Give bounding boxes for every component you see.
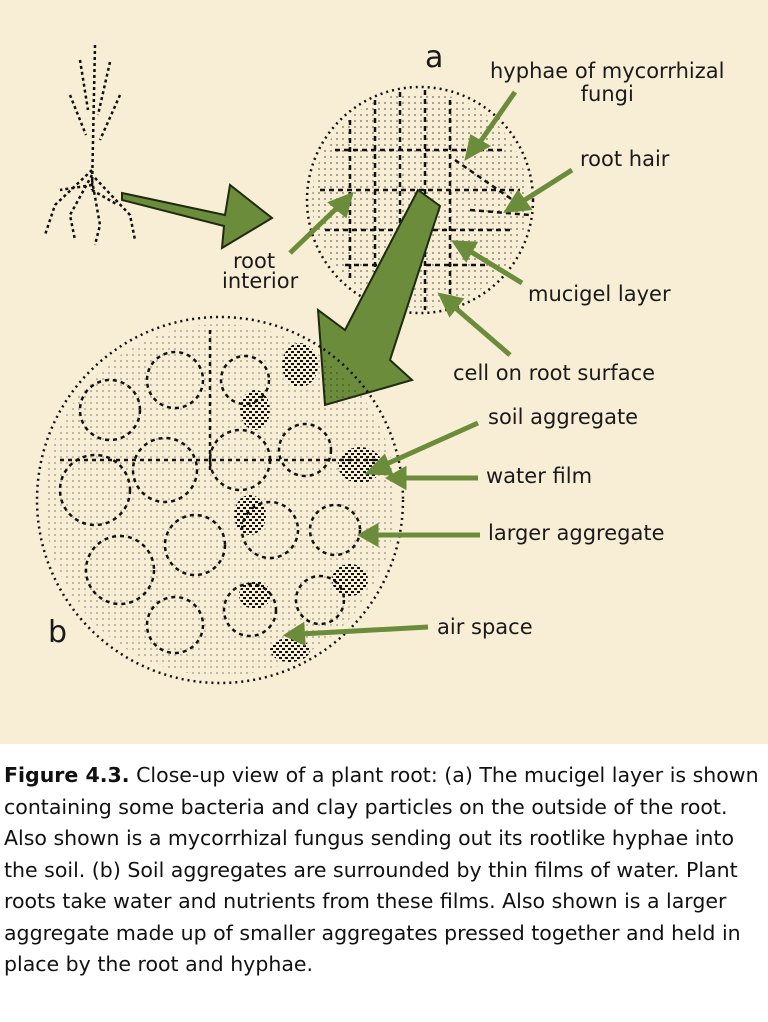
caption-text: Close-up view of a plant root: (a) The m… <box>4 763 759 976</box>
label-hyphae: hyphae of mycorrhizal fungi <box>490 59 725 107</box>
label-root-interior-2: interior <box>222 269 299 293</box>
figure-caption: Figure 4.3. Close-up view of a plant roo… <box>4 760 764 981</box>
figure-panel: a b hyphae of mycorrhizal fungi root hai… <box>0 0 768 744</box>
arrow-hyphae <box>475 90 518 147</box>
label-root-interior-1: root <box>233 249 276 273</box>
arrow-plant-to-a <box>121 183 274 250</box>
arrow-root-hair <box>518 167 574 206</box>
arrow-a-to-b <box>316 188 442 407</box>
arrow-soil-aggregate <box>380 420 480 469</box>
label-air-space: air space <box>437 615 533 639</box>
label-arrows <box>282 90 574 647</box>
arrow-mucigel <box>466 247 524 286</box>
plant-root-sketch <box>43 44 137 246</box>
caption-heading: Figure 4.3. <box>4 763 130 787</box>
root-diagram <box>35 44 574 685</box>
label-larger-aggregate: larger aggregate <box>488 521 665 545</box>
arrow-air-space <box>299 624 429 637</box>
label-letter-a: a <box>425 40 444 75</box>
label-root-hair: root hair <box>580 147 670 171</box>
label-letter-b: b <box>48 615 68 650</box>
arrow-root-interior <box>288 203 342 255</box>
arrow-cell-surface <box>450 303 512 357</box>
label-cell-surface: cell on root surface <box>453 361 656 385</box>
label-soil-aggregate: soil aggregate <box>488 405 639 429</box>
label-water-film: water film <box>486 464 593 488</box>
label-mucigel: mucigel layer <box>528 282 671 306</box>
